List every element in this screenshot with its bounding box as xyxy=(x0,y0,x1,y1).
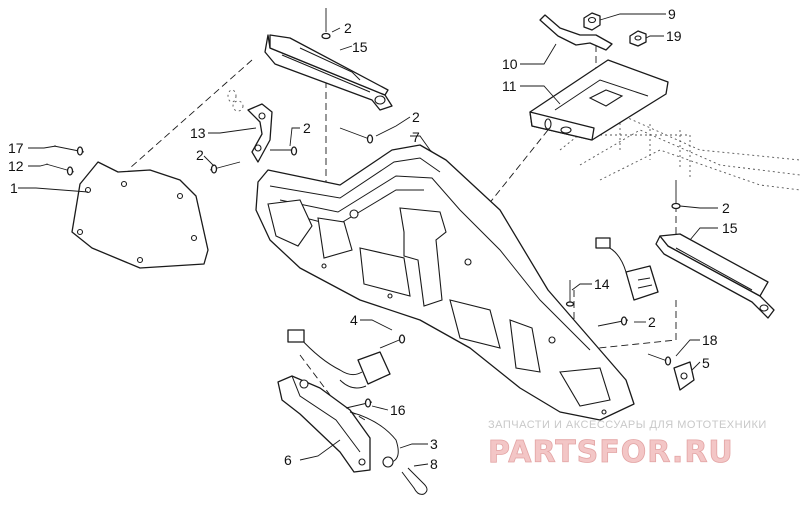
callout-17: 17 xyxy=(8,140,24,156)
callout-labels: 1 17 12 2 13 2 2 15 2 7 10 11 9 19 2 15 … xyxy=(8,6,738,472)
fasteners xyxy=(45,8,681,409)
callout-2-lower: 2 xyxy=(648,314,656,330)
callout-19: 19 xyxy=(666,28,682,44)
fastener-2-bracket13 xyxy=(270,146,298,156)
callout-11: 11 xyxy=(502,78,517,94)
callout-15-right: 15 xyxy=(722,220,738,236)
callout-16: 16 xyxy=(390,402,406,418)
main-side-plate-7 xyxy=(255,144,635,421)
bracket-15-lower xyxy=(655,233,775,319)
watermark-tagline: ЗАПЧАСТИ И АКСЕССУАРЫ ДЛЯ МОТОТЕХНИКИ xyxy=(488,419,767,431)
callout-14: 14 xyxy=(594,276,610,292)
watermark-brand: PARTSFOR.RU xyxy=(488,435,734,470)
nut-9 xyxy=(583,12,601,31)
fastener-2-right xyxy=(671,180,681,210)
bracket-15-upper xyxy=(264,34,393,111)
callout-2-plate: 2 xyxy=(412,109,420,125)
fastener-2-top xyxy=(321,8,331,40)
watermark: ЗАПЧАСТИ И АКСЕССУАРЫ ДЛЯ МОТОТЕХНИКИ PA… xyxy=(488,419,767,470)
callout-9: 9 xyxy=(668,6,676,22)
callout-2-bracket: 2 xyxy=(303,120,311,136)
fastener-12 xyxy=(45,163,75,176)
callout-12: 12 xyxy=(8,158,24,174)
fastener-4 xyxy=(379,334,406,349)
callout-13: 13 xyxy=(190,125,206,141)
fastener-18 xyxy=(647,353,672,366)
nut-19 xyxy=(629,30,647,47)
cable-3 xyxy=(349,411,399,468)
fastener-16 xyxy=(345,398,373,409)
pin-8 xyxy=(401,467,428,495)
side-panel-1 xyxy=(71,161,209,269)
electrical-box-14 xyxy=(595,237,659,301)
callout-8: 8 xyxy=(430,456,438,472)
callout-leaders xyxy=(18,13,718,467)
callout-5: 5 xyxy=(702,355,710,371)
fastener-2-left xyxy=(209,161,241,174)
fastener-2-plate xyxy=(339,127,374,144)
callout-4: 4 xyxy=(350,312,358,328)
fastener-2-lower xyxy=(597,316,629,327)
callout-2-right: 2 xyxy=(722,200,730,216)
lower-bracket-6 xyxy=(277,375,371,473)
callout-3: 3 xyxy=(430,436,438,452)
clip-5 xyxy=(673,361,695,391)
callout-7: 7 xyxy=(412,129,420,145)
callout-6: 6 xyxy=(284,452,292,468)
callout-1: 1 xyxy=(10,180,18,196)
callout-10: 10 xyxy=(502,56,518,72)
callout-2-left: 2 xyxy=(196,147,204,163)
fastener-14 xyxy=(565,280,575,307)
callout-2-top: 2 xyxy=(344,20,352,36)
callout-15-top: 15 xyxy=(352,39,368,55)
bracket-10 xyxy=(539,14,613,51)
mount-plate-11 xyxy=(529,59,669,141)
module-4 xyxy=(287,329,391,389)
callout-18: 18 xyxy=(702,332,718,348)
fastener-17 xyxy=(53,145,85,156)
bracket-13 xyxy=(227,89,273,163)
